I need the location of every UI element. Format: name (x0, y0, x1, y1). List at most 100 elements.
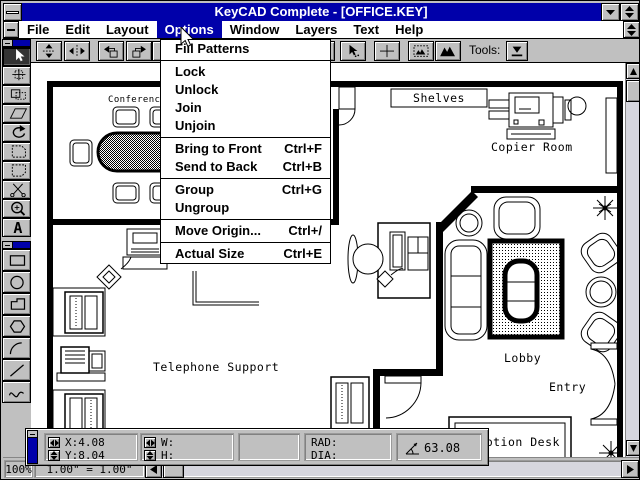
computer-desk[interactable] (347, 222, 431, 299)
copier-machine[interactable] (488, 92, 572, 140)
tools-label: Tools: (469, 43, 501, 57)
rectangle-tool[interactable] (2, 249, 31, 271)
menu-item-ungroup[interactable]: Ungroup (175, 200, 230, 215)
page-outline-alt-tool[interactable] (2, 161, 31, 180)
line-tool[interactable] (2, 359, 31, 381)
w-spinner[interactable] (144, 437, 156, 448)
menu-layers[interactable]: Layers (295, 22, 338, 37)
palette-minimize-button[interactable] (2, 241, 13, 249)
door[interactable] (338, 86, 356, 126)
menu-layout[interactable]: Layout (105, 22, 149, 37)
coffee-table[interactable] (502, 258, 540, 324)
text-tool[interactable]: A (2, 218, 31, 237)
label-entry[interactable]: Entry (549, 380, 586, 394)
lobby-chair[interactable] (577, 229, 624, 276)
document-menu-icon (7, 28, 15, 31)
menu-text[interactable]: Text (353, 22, 380, 37)
printer-desk[interactable] (96, 228, 259, 306)
round-table[interactable] (585, 276, 617, 308)
trash-can[interactable] (567, 96, 587, 116)
flip-vertical-button[interactable] (36, 41, 62, 61)
tools-dropdown-button[interactable] (506, 41, 528, 61)
polygon-tool[interactable] (2, 293, 31, 315)
label-telephone-support[interactable]: Telephone Support (153, 360, 279, 374)
rotate-right-button[interactable] (126, 41, 152, 61)
menu-options[interactable]: Options (156, 21, 222, 38)
scissors-tool[interactable] (2, 180, 31, 199)
file-cabinet[interactable] (52, 287, 106, 337)
door[interactable] (384, 375, 422, 419)
plant[interactable] (593, 196, 617, 220)
label-shelves[interactable]: Shelves (413, 91, 465, 105)
entry-double-door[interactable] (590, 342, 618, 426)
curve-tool[interactable] (2, 381, 31, 403)
zoom-tool[interactable] (2, 199, 31, 218)
menu-help[interactable]: Help (395, 22, 424, 37)
select-pointer-button[interactable] (340, 41, 366, 61)
menu-item-unjoin[interactable]: Unjoin (175, 118, 216, 133)
scroll-up-button[interactable] (626, 63, 639, 79)
angle-cell: 63.08 (396, 433, 482, 461)
y-spinner[interactable] (48, 450, 60, 461)
scroll-down-button[interactable] (626, 440, 639, 456)
menu-window[interactable]: Window (229, 22, 280, 37)
document-window-menu-button[interactable] (3, 21, 19, 38)
image-frame-button[interactable] (408, 41, 434, 61)
wall-shelf[interactable] (605, 97, 618, 174)
lobby-table-square[interactable] (493, 196, 541, 240)
h-spinner[interactable] (144, 450, 156, 461)
window-menu-button[interactable] (3, 3, 22, 21)
arc-tool[interactable] (2, 337, 31, 359)
window-title: KeyCAD Complete - [OFFICE.KEY] (214, 4, 428, 19)
crosshair-button[interactable] (374, 41, 400, 61)
x-spinner[interactable] (48, 437, 60, 448)
shelves[interactable] (390, 88, 488, 108)
palette-title-bar[interactable] (13, 39, 31, 47)
scroll-right-button[interactable] (621, 460, 639, 478)
menu-item-unlock[interactable]: Unlock (175, 82, 219, 97)
palette-minimize-button[interactable] (2, 39, 13, 47)
label-conference[interactable]: Conference (108, 95, 166, 105)
menu-item-join[interactable]: Join (175, 100, 202, 115)
label-copier-room[interactable]: Copier Room (491, 140, 573, 154)
flip-horizontal-button[interactable] (64, 41, 90, 61)
couch[interactable] (444, 239, 488, 341)
menu-separator (161, 135, 330, 140)
page-outline-icon (11, 145, 26, 158)
left-right-spinner-icon (49, 439, 59, 446)
hexagon-tool[interactable] (2, 315, 31, 337)
document-restore-button[interactable] (623, 21, 639, 38)
palette-title-bar[interactable] (13, 241, 31, 249)
panel-minimize-button[interactable] (27, 430, 38, 438)
scroll-left-icon (150, 464, 157, 474)
copier-machine-small[interactable] (56, 346, 106, 382)
menu-file[interactable]: File (27, 22, 50, 37)
file-cabinet[interactable] (330, 376, 370, 430)
menu-item-move-origin[interactable]: Move Origin...Ctrl+/ (175, 223, 322, 238)
panel-title-bar[interactable] (27, 430, 38, 464)
menu-item-lock[interactable]: Lock (175, 64, 206, 79)
marquee-tool[interactable] (2, 85, 31, 104)
parallelogram-tool[interactable] (2, 104, 31, 123)
plant[interactable] (599, 441, 623, 457)
minimize-button[interactable] (601, 3, 620, 21)
pointer-tool[interactable] (2, 47, 31, 66)
menu-edit[interactable]: Edit (65, 22, 90, 37)
crosshair-icon (380, 44, 394, 58)
label-lobby[interactable]: Lobby (504, 351, 541, 365)
vertical-scrollbar[interactable] (625, 63, 639, 457)
vertical-scroll-thumb[interactable] (626, 80, 639, 102)
ellipse-tool[interactable] (2, 271, 31, 293)
rotate-left-button[interactable] (98, 41, 124, 61)
rotate-tool[interactable] (2, 123, 31, 142)
precision-select-tool[interactable] (2, 66, 31, 85)
image-button[interactable] (435, 41, 461, 61)
lobby-chair-round[interactable] (455, 209, 483, 237)
restore-button[interactable] (620, 3, 639, 21)
page-outline-tool[interactable] (2, 142, 31, 161)
menu-item-fill-patterns[interactable]: Fill Patterns (175, 41, 250, 56)
